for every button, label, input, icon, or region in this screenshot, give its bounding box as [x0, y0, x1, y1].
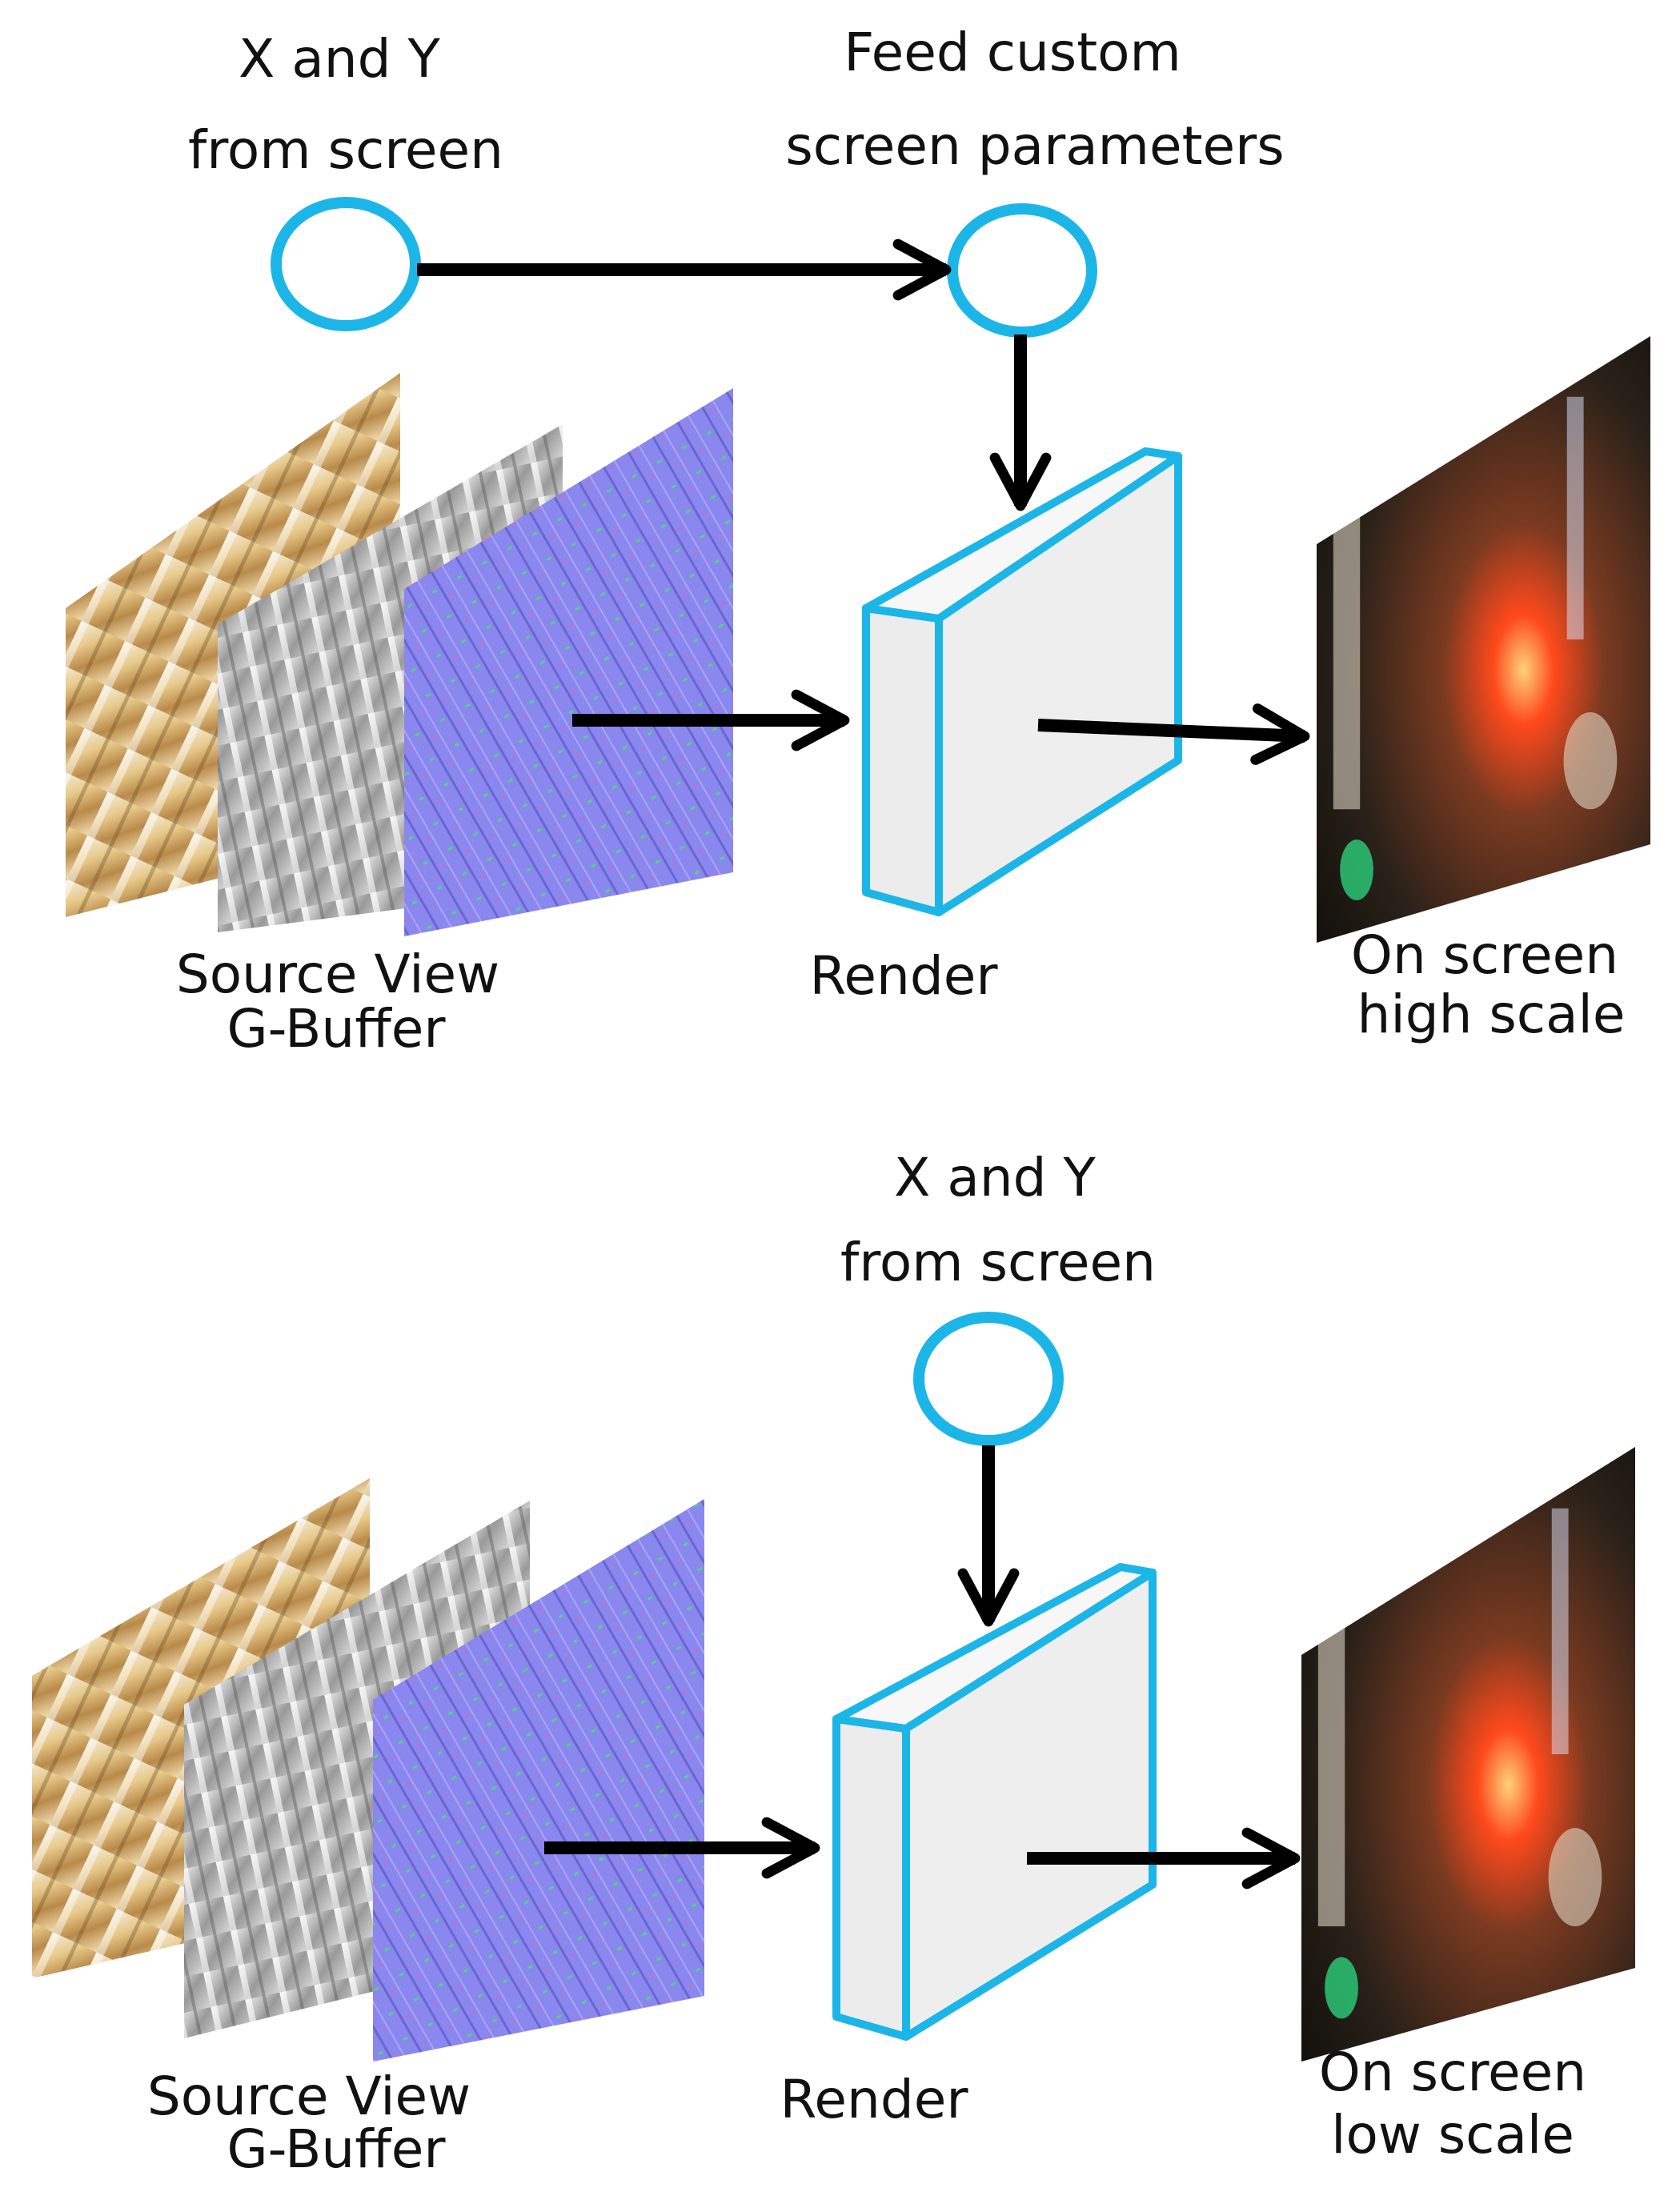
top-render-box	[862, 447, 1182, 916]
top-custom-params-node	[947, 203, 1097, 338]
top-gbuffer-stack	[66, 373, 733, 936]
bottom-output-label-line1: On screen	[1319, 2042, 1586, 2103]
top-output-image	[1317, 336, 1650, 943]
top-screen-xy-node	[271, 197, 421, 331]
bottom-input-label-line1: X and Y	[894, 1147, 1096, 1208]
bottom-render-box-side	[902, 1569, 1157, 2041]
bottom-screen-xy-node	[913, 1312, 1064, 1446]
top-output-label-line2: high scale	[1357, 984, 1626, 1045]
top-input-label-line1: X and Y	[239, 28, 440, 90]
top-pipeline: X and Y from screen Feed custom screen p…	[66, 22, 1650, 1060]
bottom-pipeline: X and Y from screen Source View G-Buffer…	[32, 1147, 1635, 2180]
top-source-label-line1: Source View	[176, 944, 499, 1005]
bottom-output-label-line2: low scale	[1331, 2104, 1574, 2166]
top-source-label-line2: G-Buffer	[227, 998, 447, 1060]
top-render-box-side	[935, 452, 1182, 916]
bottom-source-label-line2: G-Buffer	[227, 2118, 447, 2180]
top-output-label-line1: On screen	[1351, 924, 1618, 986]
bottom-render-box	[832, 1563, 1157, 2041]
top-param-label-line2: screen parameters	[785, 115, 1284, 177]
bottom-gbuffer-stack	[32, 1478, 704, 2062]
bottom-source-label-line1: Source View	[147, 2066, 471, 2127]
bottom-render-label: Render	[780, 2069, 969, 2130]
bottom-output-image	[1301, 1447, 1635, 2062]
top-input-label-line2: from screen	[188, 119, 503, 181]
bottom-normal-layer	[373, 1499, 704, 2062]
top-render-to-output-arrow	[1037, 703, 1310, 765]
bottom-render-box-front	[832, 1715, 910, 2041]
top-normal-layer	[404, 388, 733, 936]
top-param-label-line1: Feed custom	[844, 22, 1181, 83]
top-render-box-front	[862, 604, 943, 916]
top-render-label: Render	[810, 945, 999, 1007]
bottom-input-label-line2: from screen	[840, 1232, 1156, 1293]
